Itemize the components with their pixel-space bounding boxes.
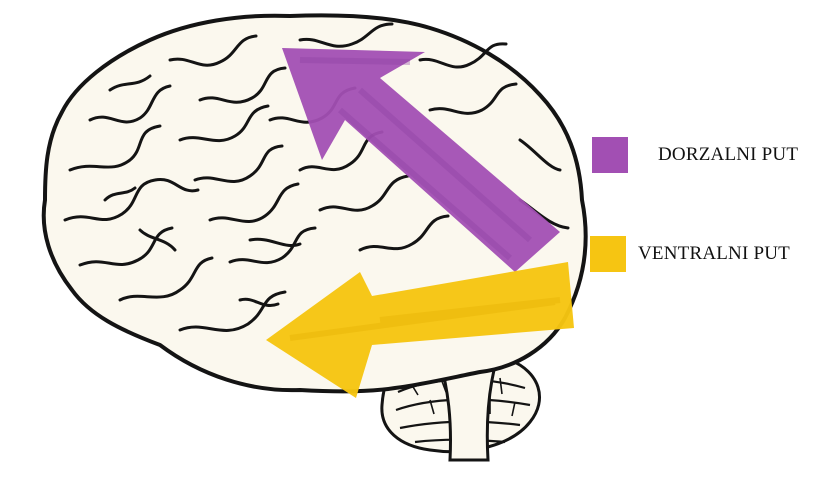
ventral-color-swatch xyxy=(590,236,626,272)
legend-ventral: VENTRALNI PUT xyxy=(590,236,790,272)
ventral-legend-label: VENTRALNI PUT xyxy=(638,243,790,265)
legend-dorsal: DORZALNI PUT xyxy=(592,137,798,173)
dorsal-color-swatch xyxy=(592,137,628,173)
dorsal-legend-label: DORZALNI PUT xyxy=(658,144,798,166)
